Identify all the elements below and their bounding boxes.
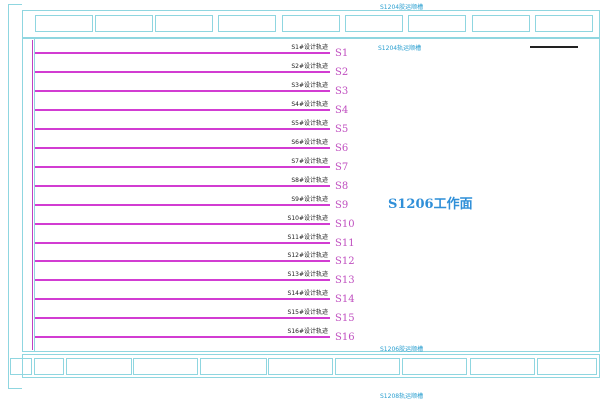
design-track-line [35,298,330,301]
track-id: S11 [335,237,355,249]
track-id: S12 [335,256,355,268]
top-pillar-box [35,15,93,32]
top-pillar-box [472,15,530,32]
design-track-label: S10#设计轨迹 [287,214,328,222]
design-track-label: S11#设计轨迹 [287,233,328,241]
design-track-label: S9#设计轨迹 [291,195,328,203]
track-id: S7 [335,161,349,173]
top-pillar-box [282,15,340,32]
track-id: S15 [335,313,355,325]
track-id: S8 [335,180,349,192]
track-id: S16 [335,332,355,344]
bottom-pillar-box [200,358,267,375]
top-pillar-box [155,15,213,32]
setup-line [32,40,33,350]
design-track-label: S12#设计轨迹 [287,252,328,260]
design-track-line [35,203,330,206]
top-pillar-box [95,15,153,32]
design-track-line [35,89,330,92]
bottom-pillar-box [66,358,132,375]
track-id: S2 [335,66,349,78]
working-face-label: S1206工作面 [388,197,473,212]
bottom-pillar-box [34,358,64,375]
bottom-pillar-box [335,358,400,375]
top-pillar-box [408,15,466,32]
track-id: S6 [335,142,349,154]
bottom-pillar-box [133,358,198,375]
bottom-pillar-box [268,358,333,375]
track-id: S3 [335,85,349,97]
track-id: S5 [335,123,349,135]
bottom-pillar-box [402,358,467,375]
track-id: S1 [335,48,349,59]
design-track-label: S13#设计轨迹 [287,271,328,279]
top-pillar-box [218,15,276,32]
design-track-label: S16#设计轨迹 [287,328,328,336]
design-track-label: S7#设计轨迹 [291,157,328,165]
design-track-line [35,260,330,263]
design-track-line [35,127,330,130]
bottom-pillar-box [10,358,32,375]
design-track-label: S5#设计轨迹 [291,119,328,127]
design-track-line [35,317,330,320]
design-track-line [35,184,330,187]
design-track-line [35,146,330,149]
north-arrow-icon [530,46,578,48]
design-track-label: S2#设计轨迹 [291,62,328,70]
design-track-line [35,165,330,168]
design-track-line [35,52,330,54]
track-id: S10 [335,218,355,230]
track-id: S14 [335,294,355,306]
top-pillar-box [535,15,593,32]
design-track-line [35,336,330,339]
track-id: S9 [335,199,349,211]
top-pillar-box [345,15,403,32]
design-track-label: S4#设计轨迹 [291,100,328,108]
bottom-roadway-label: S1208轨运顺槽 [380,393,424,400]
design-track-label: S15#设计轨迹 [287,309,328,317]
design-track-label: S14#设计轨迹 [287,290,328,298]
design-track-label: S8#设计轨迹 [291,176,328,184]
track-id: S4 [335,104,349,116]
bottom-pillar-box [537,358,597,375]
design-track-line [35,70,330,73]
design-track-label: S1#设计轨迹 [291,44,328,51]
outer-frame-left [8,4,22,389]
bottom-pillar-box [470,358,535,375]
inner-bottom-roadway-label: S1206胶运顺槽 [380,346,424,353]
left-column [22,38,35,352]
design-track-line [35,222,330,225]
design-track-line [35,241,330,244]
top-roadway-label: S1204胶运顺槽 [380,4,424,11]
design-track-line [35,279,330,282]
design-track-label: S3#设计轨迹 [291,81,328,89]
track-id: S13 [335,275,355,287]
design-track-label: S6#设计轨迹 [291,138,328,146]
design-track-line [35,108,330,111]
inner-top-roadway-label: S1204轨运顺槽 [378,45,422,52]
